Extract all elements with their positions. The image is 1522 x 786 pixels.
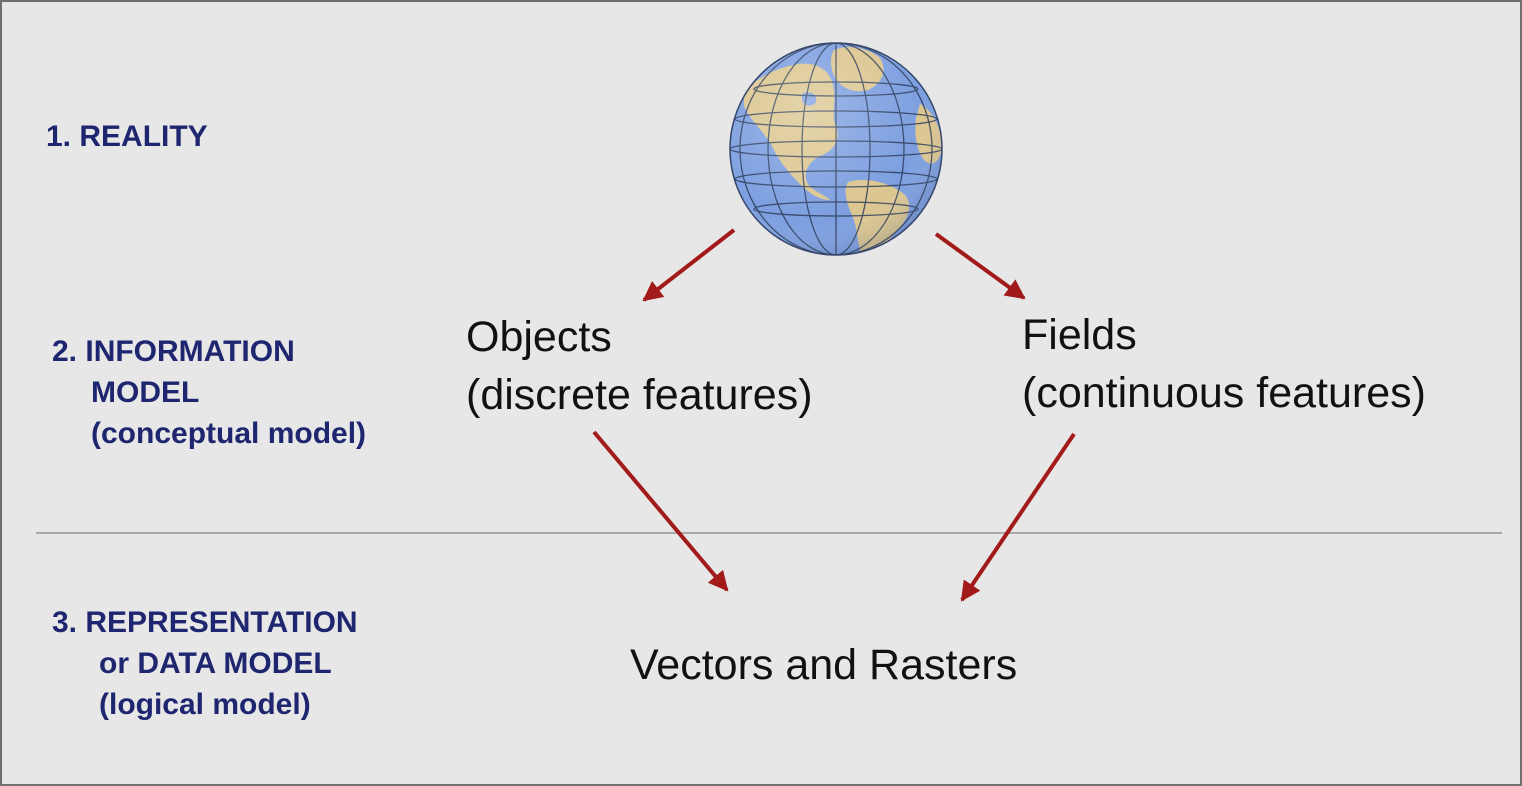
level-3-label: 3. REPRESENTATION or DATA MODEL (logical… bbox=[52, 602, 358, 725]
globe-icon bbox=[729, 42, 943, 256]
fields-title: Fields bbox=[1022, 311, 1137, 359]
fields-node: Fields (continuous features) bbox=[1022, 306, 1426, 422]
arrow-icon bbox=[592, 430, 729, 592]
level-2-line-3: (conceptual model) bbox=[91, 417, 367, 450]
vectors-rasters-title: Vectors and Rasters bbox=[630, 641, 1018, 689]
level-3-line-3: (logical model) bbox=[99, 688, 311, 721]
level-1-line-1: 1. REALITY bbox=[46, 120, 208, 153]
level-1-label: 1. REALITY bbox=[46, 116, 208, 157]
layer-divider bbox=[36, 532, 1502, 534]
level-3-line-2: or DATA MODEL bbox=[99, 647, 332, 680]
level-3-line-1: 3. REPRESENTATION bbox=[52, 606, 358, 639]
level-2-line-2: MODEL bbox=[91, 376, 200, 409]
objects-subtitle: (discrete features) bbox=[466, 371, 813, 419]
arrow-icon bbox=[642, 228, 736, 302]
level-2-line-1: 2. INFORMATION bbox=[52, 335, 295, 368]
arrow-icon bbox=[934, 232, 1026, 300]
objects-node: Objects (discrete features) bbox=[466, 308, 813, 424]
arrow-icon bbox=[960, 432, 1076, 602]
level-2-label: 2. INFORMATION MODEL (conceptual model) bbox=[52, 331, 366, 454]
objects-title: Objects bbox=[466, 313, 612, 361]
fields-subtitle: (continuous features) bbox=[1022, 369, 1426, 417]
vectors-rasters-node: Vectors and Rasters bbox=[630, 636, 1017, 694]
